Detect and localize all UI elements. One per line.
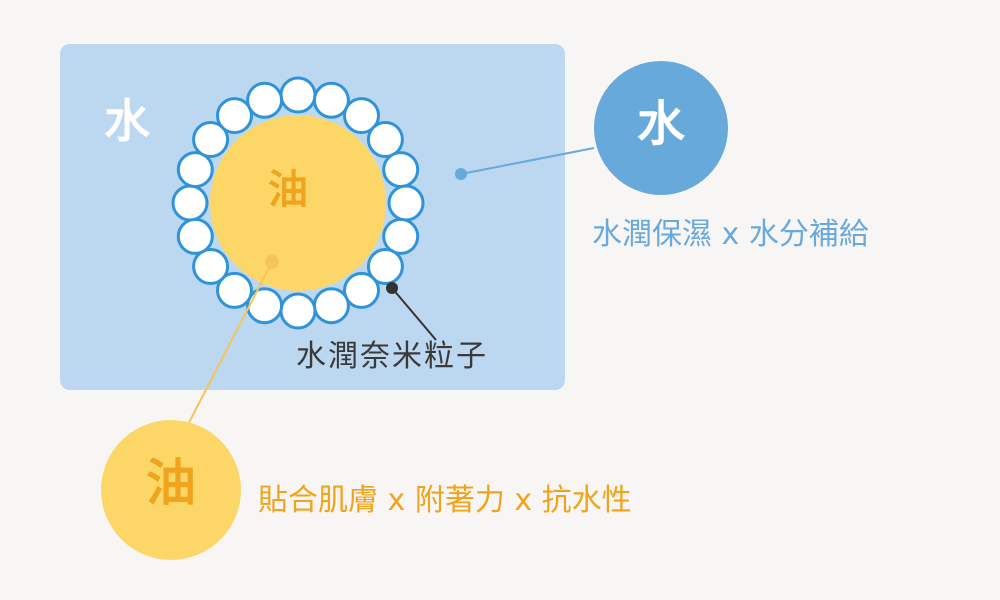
water-callout-circle xyxy=(594,61,728,195)
water-droplet xyxy=(387,184,425,222)
particle-pointer-line xyxy=(391,287,437,341)
water-connector-dot xyxy=(455,168,467,180)
water-droplet xyxy=(312,81,350,119)
particle-pointer-dot xyxy=(386,282,398,294)
particle-label: 水潤奈米粒子 xyxy=(296,339,488,374)
water-droplet xyxy=(279,76,317,114)
water-connector-line xyxy=(460,147,595,175)
water-droplet xyxy=(192,248,230,285)
oil-callout-label: 油 xyxy=(146,454,196,512)
water-droplet xyxy=(171,184,209,222)
water-callout-description: 水潤保濕 x 水分補給 xyxy=(592,217,869,252)
oil-callout-description: 貼合肌膚 x 附著力 x 抗水性 xyxy=(258,483,632,518)
water-droplet xyxy=(343,271,380,309)
water-droplet xyxy=(216,271,253,309)
water-droplet xyxy=(312,287,350,325)
water-droplet xyxy=(343,97,380,135)
oil-connector-dot xyxy=(265,255,279,269)
oil-connector-line xyxy=(179,261,273,441)
water-callout-label: 水 xyxy=(636,96,685,152)
water-droplet xyxy=(246,287,284,325)
water-droplet xyxy=(382,217,420,255)
oil-core-label: 油 xyxy=(268,167,308,213)
water-droplet xyxy=(176,217,214,255)
water-region-label: 水 xyxy=(104,94,150,148)
water-droplet xyxy=(366,121,404,158)
droplet-ring xyxy=(171,76,425,330)
water-droplet xyxy=(176,151,214,189)
oil-callout-circle xyxy=(101,420,241,560)
water-droplet xyxy=(279,292,317,330)
water-droplet xyxy=(216,97,253,135)
oil-core-circle xyxy=(210,115,386,291)
water-droplet xyxy=(382,151,420,189)
water-droplet xyxy=(366,248,404,285)
water-droplet xyxy=(246,81,284,119)
water-droplet xyxy=(192,121,230,158)
